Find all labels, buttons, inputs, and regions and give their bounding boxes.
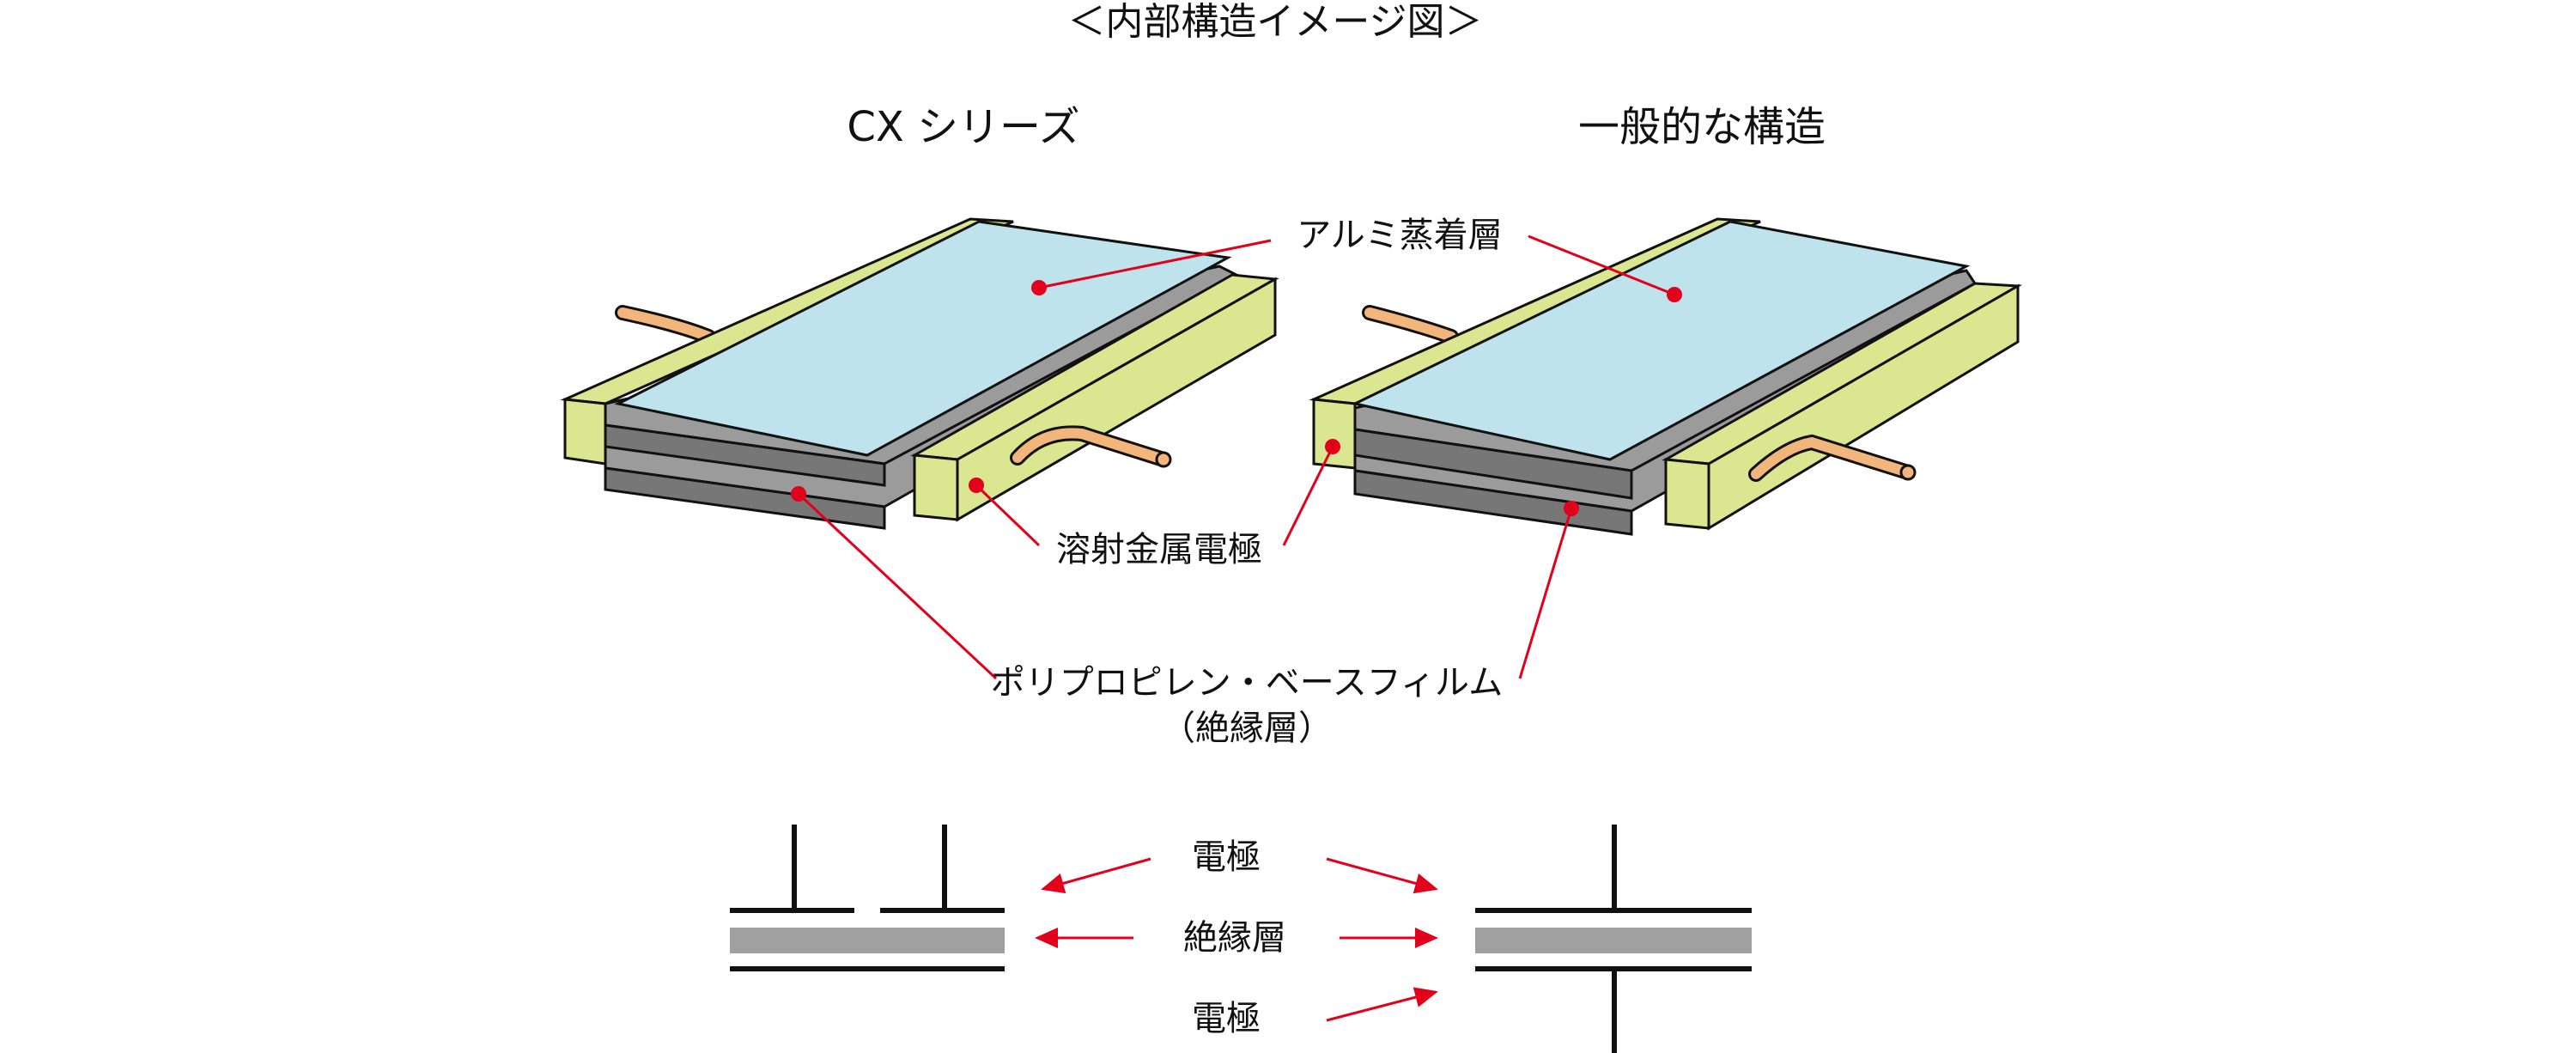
aluminum-film-top-right (1351, 220, 1971, 461)
label-polypropylene-film: ポリプロピレン・ベースフィルム (990, 663, 1504, 703)
schematic-arrows (1035, 857, 1438, 1022)
heading-general-structure: 一般的な構造 (1577, 103, 1826, 151)
label-aluminum-layer: アルミ蒸着層 (1297, 216, 1503, 255)
cx-series-capacitor (560, 217, 1279, 530)
heading-cx-series: CX シリーズ (847, 103, 1080, 151)
label-sprayed-electrode: 溶射金属電極 (1056, 530, 1262, 569)
general-structure-capacitor (1309, 217, 2023, 536)
schematic-label-electrode-top: 電極 (1192, 837, 1261, 877)
schematic-label-insulation: 絶縁層 (1183, 918, 1286, 958)
schematic-cx (730, 825, 1005, 971)
schematic-general (1475, 825, 1752, 1053)
schematic-label-electrode-bottom: 電極 (1192, 999, 1261, 1038)
leader-dots (791, 280, 1682, 516)
diagram-title: ＜内部構造イメージ図＞ (1067, 0, 1483, 44)
leader-lines (797, 234, 1675, 680)
label-insulation-paren: （絶縁層） (1161, 709, 1333, 748)
